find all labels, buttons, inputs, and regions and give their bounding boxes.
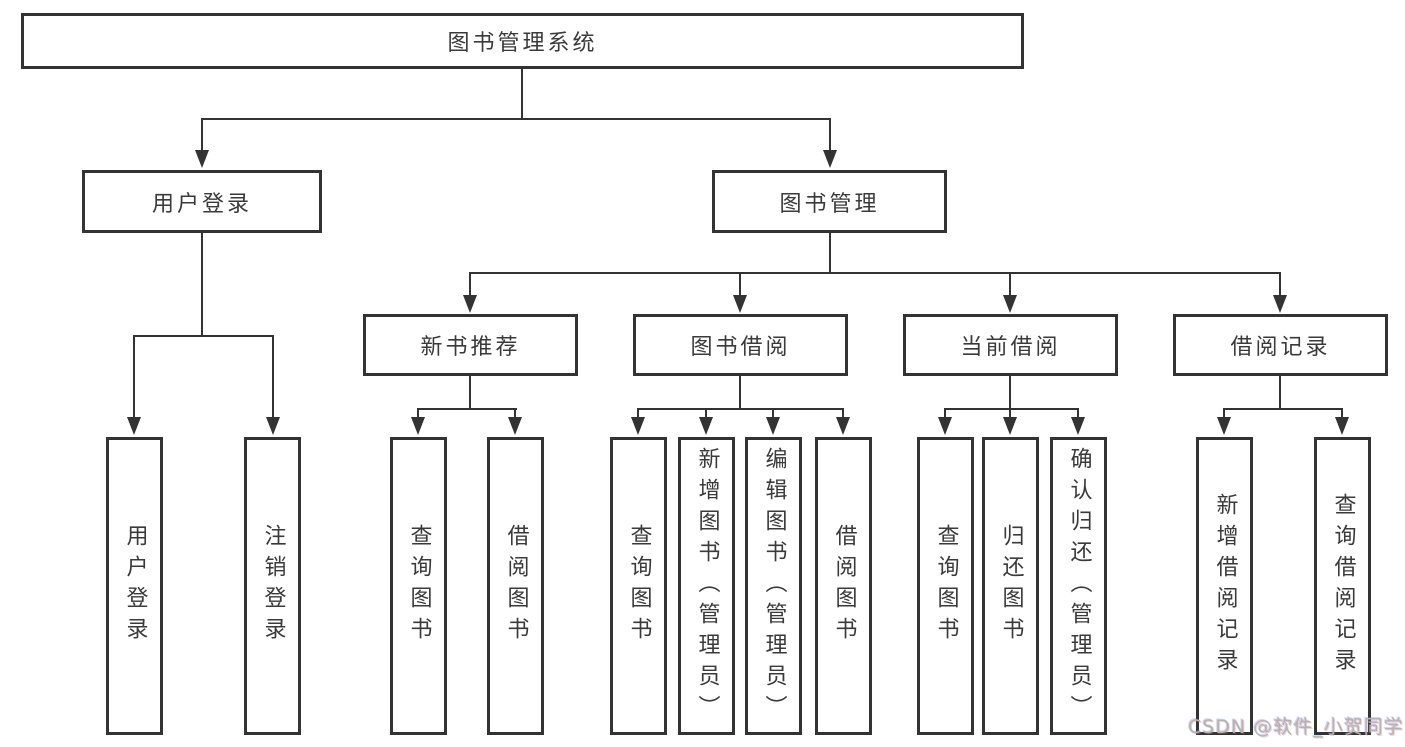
connector-book-mgmt-drop	[829, 118, 831, 152]
leaf-return-books: 归还图书	[982, 437, 1039, 735]
connector-drop	[1341, 408, 1343, 419]
node-current-borrowing-label: 当前借阅	[960, 335, 1061, 360]
connector-drop	[1279, 272, 1281, 297]
leaf-label: 归还图书	[998, 524, 1024, 648]
connector-drop	[1009, 272, 1011, 297]
leaf-confirm-return-admin: 确认归还（管理员）	[1050, 437, 1107, 735]
connector-user-login-bus	[133, 335, 274, 337]
connector-drop	[637, 408, 639, 419]
connector-records-bus	[1223, 408, 1343, 410]
leaf-label: 确认归还（管理员）	[1066, 446, 1092, 726]
connector-current-stem	[1009, 376, 1011, 410]
leaf-label: 查询图书	[406, 524, 432, 648]
leaf-query-books-borrowing: 查询图书	[610, 437, 667, 735]
arrowhead-icon	[463, 295, 477, 313]
leaf-borrow-books-borrowing: 借阅图书	[815, 437, 872, 735]
node-book-borrowing-label: 图书借阅	[690, 335, 791, 360]
node-borrowing-records-label: 借阅记录	[1230, 335, 1331, 360]
connector-borrowing-stem	[739, 376, 741, 410]
arrowhead-icon	[1335, 417, 1349, 435]
arrowhead-icon	[195, 150, 209, 168]
connector-drop	[739, 272, 741, 297]
connector-drop	[1009, 408, 1011, 419]
connector-drop	[705, 408, 707, 419]
connector-root-stem	[521, 69, 523, 118]
connector-drop	[842, 408, 844, 419]
connector-drop	[772, 408, 774, 419]
arrowhead-icon	[1273, 295, 1287, 313]
connector-new-book-stem	[469, 376, 471, 410]
arrowhead-icon	[127, 417, 141, 435]
connector-drop	[1223, 408, 1225, 419]
leaf-label: 新增图书（管理员）	[694, 446, 720, 726]
connector-user-login-drop	[201, 118, 203, 152]
csdn-watermark: CSDN @软件_小贺同学	[1188, 716, 1404, 738]
leaf-label: 注销登录	[260, 524, 286, 648]
arrowhead-icon	[1217, 417, 1231, 435]
connector-current-bus	[945, 408, 1079, 410]
arrowhead-icon	[631, 417, 645, 435]
leaf-query-books-recommend: 查询图书	[390, 437, 447, 735]
node-book-management: 图书管理	[712, 170, 947, 233]
arrowhead-icon	[938, 417, 952, 435]
node-book-management-label: 图书管理	[779, 191, 880, 217]
leaf-label: 查询图书	[933, 524, 959, 648]
node-new-book-recommend: 新书推荐	[363, 314, 578, 376]
connector-drop	[469, 272, 471, 297]
connector-drop	[272, 335, 274, 419]
leaf-add-borrow-record: 新增借阅记录	[1196, 437, 1253, 735]
arrowhead-icon	[733, 295, 747, 313]
leaf-label: 用户登录	[122, 524, 148, 648]
connector-drop	[944, 408, 946, 419]
connector-borrowing-bus	[637, 408, 844, 410]
leaf-label: 查询图书	[626, 524, 652, 648]
connector-new-book-bus	[417, 408, 517, 410]
leaf-query-borrow-record: 查询借阅记录	[1314, 437, 1371, 735]
leaf-label: 查询借阅记录	[1330, 493, 1356, 679]
leaf-user-login: 用户登录	[106, 437, 163, 735]
leaf-edit-books-admin: 编辑图书（管理员）	[745, 437, 802, 735]
arrowhead-icon	[823, 150, 837, 168]
arrowhead-icon	[699, 417, 713, 435]
arrowhead-icon	[766, 417, 780, 435]
leaf-label: 新增借阅记录	[1212, 493, 1238, 679]
node-book-borrowing: 图书借阅	[633, 314, 848, 376]
node-current-borrowing: 当前借阅	[903, 314, 1118, 376]
arrowhead-icon	[1003, 417, 1017, 435]
arrowhead-icon	[1071, 417, 1085, 435]
connector-drop	[417, 408, 419, 419]
node-new-book-recommend-label: 新书推荐	[420, 335, 521, 360]
connector-book-mgmt-stem	[829, 233, 831, 274]
node-user-login: 用户登录	[82, 170, 322, 233]
leaf-logout: 注销登录	[244, 437, 301, 735]
arrowhead-icon	[1003, 295, 1017, 313]
leaf-query-books-current: 查询图书	[917, 437, 974, 735]
connector-drop	[514, 408, 516, 419]
arrowhead-icon	[266, 417, 280, 435]
connector-drop	[133, 335, 135, 419]
leaf-borrow-books-recommend: 借阅图书	[487, 437, 544, 735]
node-root-label: 图书管理系统	[447, 31, 598, 56]
node-user-login-label: 用户登录	[151, 191, 252, 217]
leaf-label: 借阅图书	[831, 524, 857, 648]
leaf-label: 借阅图书	[503, 524, 529, 648]
arrowhead-icon	[411, 417, 425, 435]
connector-user-login-stem	[201, 233, 203, 337]
arrowhead-icon	[508, 417, 522, 435]
connector-drop	[1077, 408, 1079, 419]
connector-records-stem	[1279, 376, 1281, 410]
connector-level2-bus	[201, 118, 831, 120]
connector-level3-bus	[469, 272, 1281, 274]
leaf-add-books-admin: 新增图书（管理员）	[678, 437, 735, 735]
arrowhead-icon	[836, 417, 850, 435]
node-root: 图书管理系统	[21, 13, 1024, 69]
leaf-label: 编辑图书（管理员）	[761, 446, 787, 726]
node-borrowing-records: 借阅记录	[1173, 314, 1388, 376]
